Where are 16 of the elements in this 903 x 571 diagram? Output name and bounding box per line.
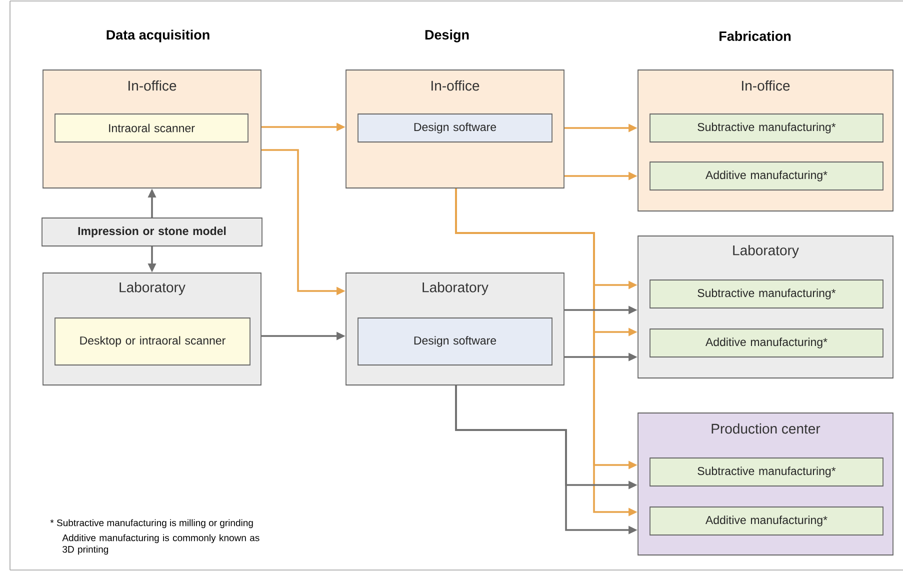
process-box: Subtractive manufacturing* (650, 280, 884, 308)
input-box: Impression or stone model (42, 218, 262, 246)
software-box: Design software (358, 114, 552, 142)
device-box: Intraoral scanner (54, 114, 248, 142)
footnote: Additive manufacturing is commonly known as 3D printing (62, 534, 260, 555)
process-box: Subtractive manufacturing* (650, 458, 884, 486)
software-box: Design software (358, 318, 552, 366)
process-box: Additive manufacturing* (650, 162, 884, 190)
column-heading: Fabrication (720, 31, 791, 41)
footnote: * Subtractive manufacturing is milling or grinding (50, 519, 253, 528)
device-box: Desktop or intraoral scanner (54, 318, 250, 366)
process-box: Subtractive manufacturing* (650, 114, 884, 142)
column-heading: Data acquisition (106, 30, 210, 42)
column-heading: Design (425, 30, 469, 42)
process-box: Additive manufacturing* (650, 328, 884, 358)
process-box: Additive manufacturing* (650, 506, 884, 536)
